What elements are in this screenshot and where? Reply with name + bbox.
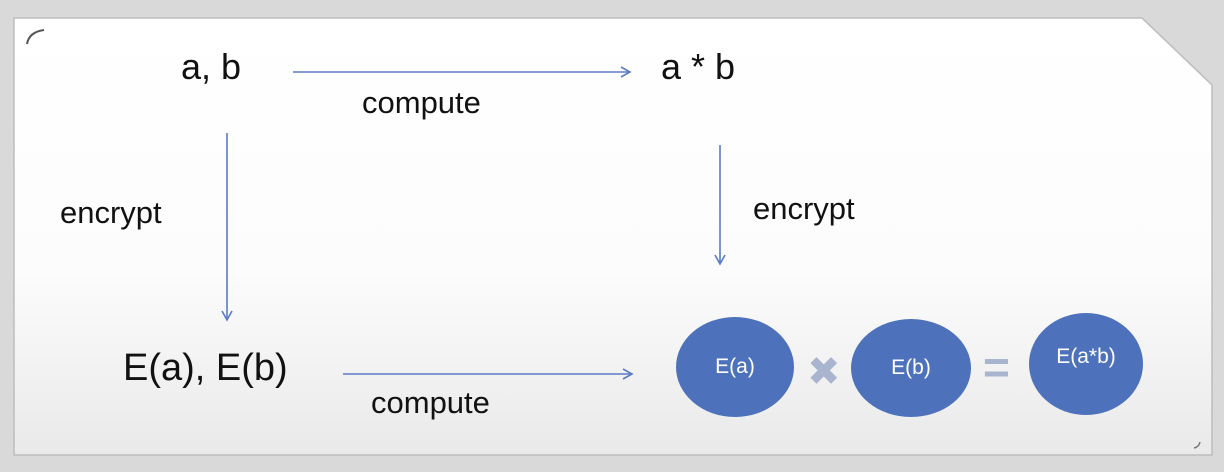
- encrypted-product-bubble: E(a*b): [1029, 313, 1143, 415]
- encrypted-b-text: E(b): [891, 356, 931, 379]
- plaintext-product-label: a * b: [661, 46, 736, 87]
- corner-mark-bottom-right: [1193, 441, 1201, 449]
- left-encrypt-label: encrypt: [60, 195, 162, 230]
- encrypted-b-bubble: E(b): [851, 319, 971, 417]
- encrypted-a-text: E(a): [715, 355, 755, 378]
- encrypted-product-text: E(a*b): [1056, 345, 1116, 368]
- equals-operator: =: [983, 341, 1010, 393]
- encrypted-a-bubble: E(a): [676, 317, 794, 417]
- corner-mark-top-left: [26, 29, 45, 45]
- top-compute-label: compute: [362, 85, 481, 120]
- right-encrypt-label: encrypt: [753, 191, 855, 226]
- plaintext-label: a, b: [181, 46, 242, 87]
- bottom-compute-label: compute: [371, 385, 490, 420]
- ciphertext-label: E(a), E(b): [123, 347, 288, 389]
- multiply-operator: ✖: [807, 350, 841, 394]
